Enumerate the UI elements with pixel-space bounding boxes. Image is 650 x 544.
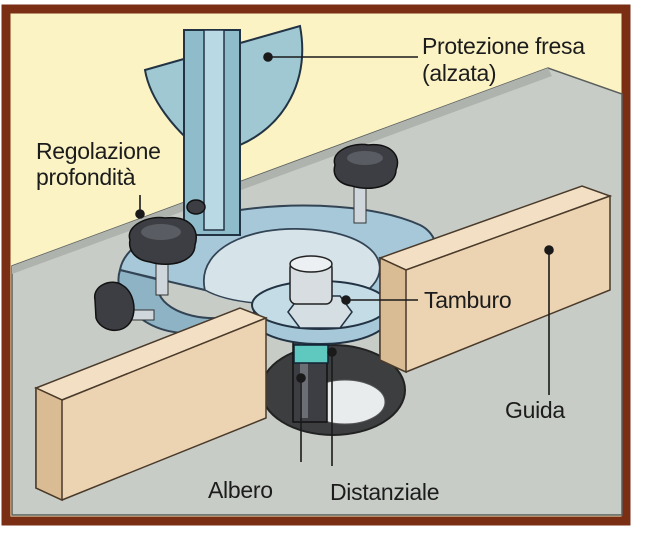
fence-left-end	[35, 386, 63, 502]
knob-left	[128, 216, 197, 296]
guard-pivot-screw	[186, 199, 206, 215]
knob-side	[94, 281, 155, 332]
label-protezione-line2: (alzata)	[422, 60, 497, 86]
leader-dot-albero	[296, 373, 306, 383]
fence-right-end	[379, 256, 407, 374]
label-guida: Guida	[505, 397, 565, 423]
leader-lines	[135, 52, 554, 466]
knob-back	[333, 143, 399, 224]
leader-dot-tamburo	[341, 295, 351, 305]
leader-dot-guida	[544, 245, 554, 255]
leader-dot-distanziale	[327, 347, 337, 357]
leader-dot-protezione	[263, 52, 273, 62]
label-protezione-line1: Protezione fresa	[422, 33, 585, 59]
spacer-ring	[293, 344, 329, 364]
guard-stem-face	[203, 29, 225, 231]
label-regolazione-line1: Regolazione	[36, 138, 161, 164]
label-regolazione-line2: profondità	[36, 164, 136, 190]
label-tamburo: Tamburo	[424, 287, 512, 313]
label-albero: Albero	[208, 477, 273, 503]
arbor-cap-top	[289, 255, 333, 273]
label-distanziale: Distanziale	[330, 479, 440, 505]
leader-dot-regolazione	[135, 209, 145, 219]
